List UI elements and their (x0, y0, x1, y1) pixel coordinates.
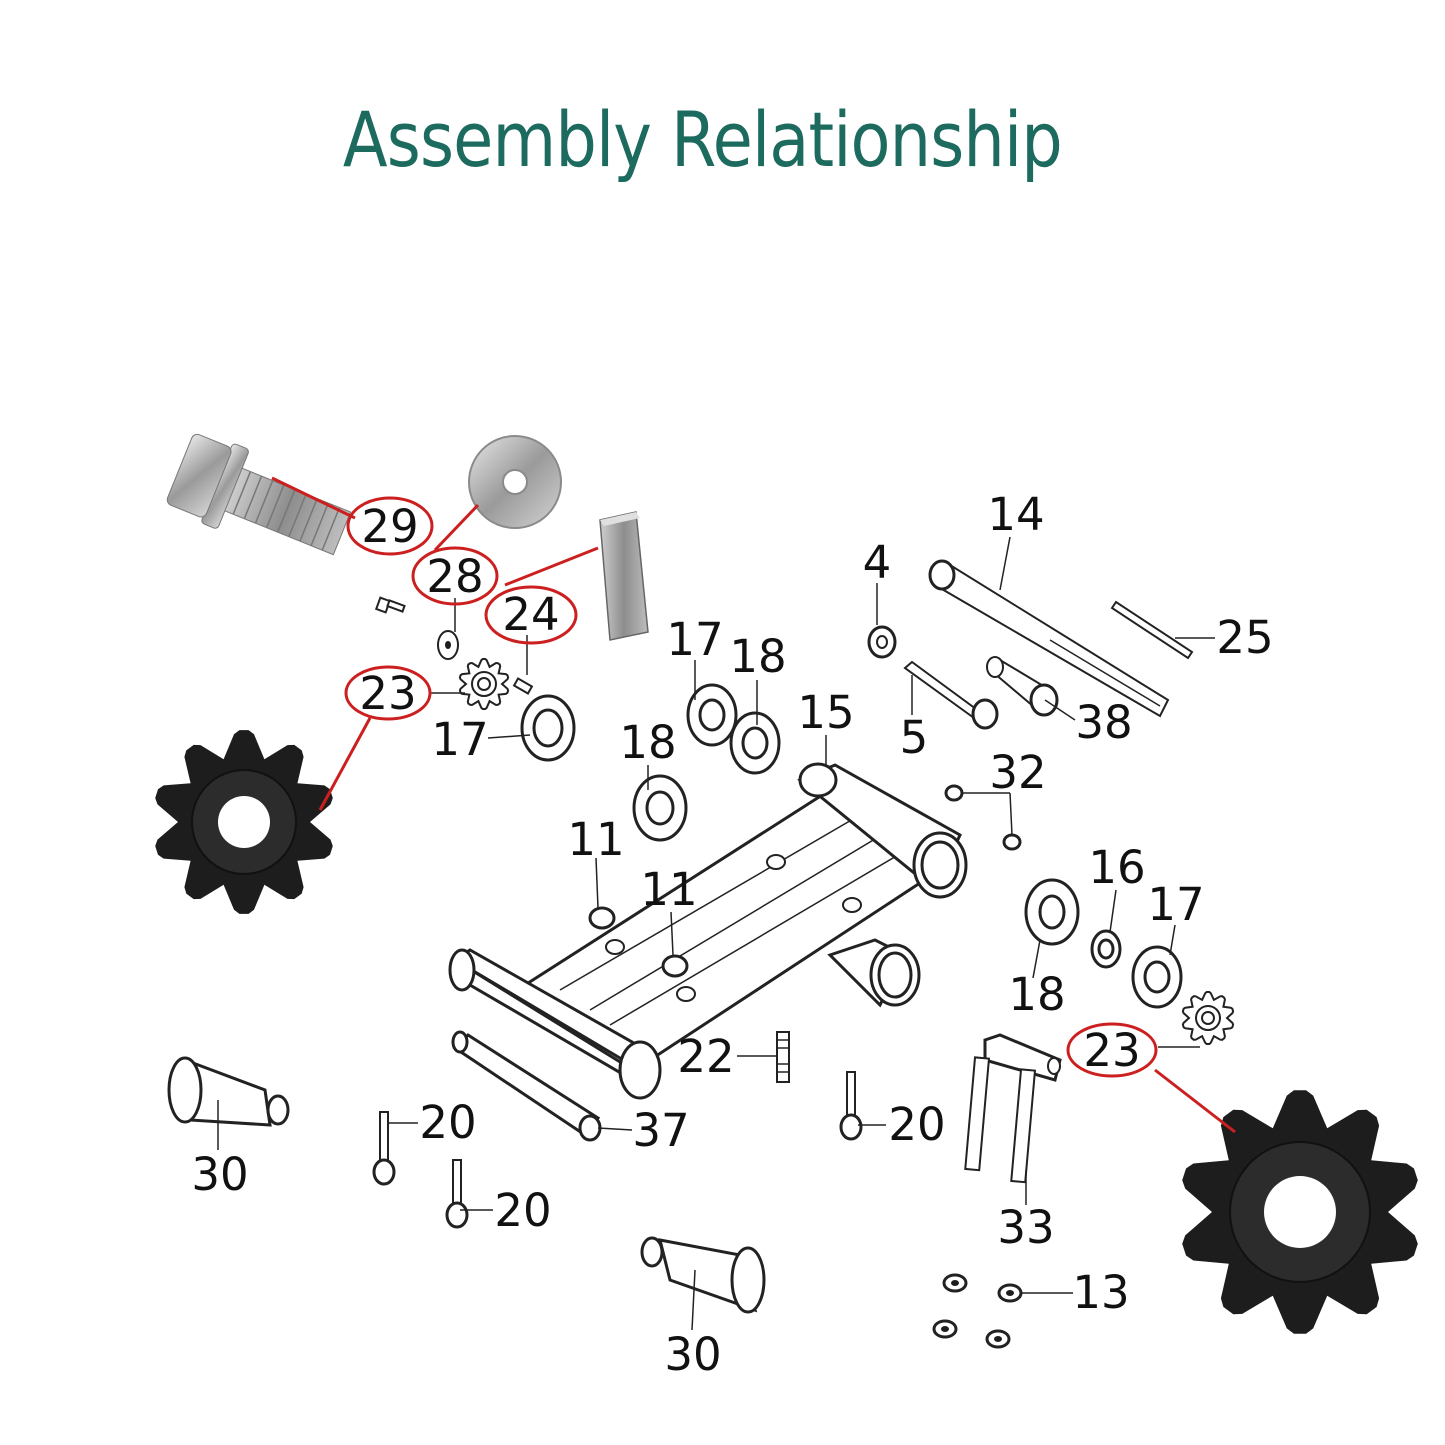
label-17-top: 17 (666, 613, 723, 666)
label-13: 13 (1072, 1266, 1129, 1319)
bearing-18-top (729, 711, 781, 775)
label-20-a: 20 (419, 1096, 476, 1149)
spacer-17-right (1131, 945, 1183, 1009)
washer-photo (468, 435, 562, 529)
small-bolt-part (374, 596, 406, 614)
nut-13-part (932, 1273, 1023, 1349)
label-37: 37 (632, 1104, 689, 1157)
spacer-17-left (520, 694, 576, 762)
sprocket-photo-right (1182, 1090, 1418, 1334)
label-23-left: 23 (359, 667, 416, 720)
label-18-top: 18 (729, 630, 786, 683)
sprocket-bore (1201, 1011, 1215, 1025)
small-sprocket-part-left (458, 658, 510, 710)
key-part (512, 677, 534, 695)
label-18-right: 18 (1008, 968, 1065, 1021)
label-11-left: 11 (567, 813, 624, 866)
stud-part (776, 1031, 790, 1083)
callout-ring-29 (346, 496, 434, 556)
tube-part (451, 1030, 602, 1142)
label-28: 28 (426, 550, 483, 603)
small-sprocket-part-right (1181, 991, 1235, 1045)
page-title: Assembly Relationship (342, 95, 1063, 184)
bushing-30-left (167, 1056, 290, 1127)
bolt-20-c (839, 1071, 863, 1141)
label-20-c: 20 (888, 1098, 945, 1151)
bushing-30-bottom (640, 1236, 766, 1314)
sleeve-part (986, 656, 1059, 717)
label-16: 16 (1088, 841, 1145, 894)
label-15: 15 (797, 686, 854, 739)
label-17-right: 17 (1147, 878, 1204, 931)
sprocket-bore (1264, 1176, 1336, 1248)
label-23-right: 23 (1083, 1024, 1140, 1077)
bearing-18-mid (632, 774, 688, 842)
bolt-20-b (445, 1159, 469, 1229)
leader-lines (217, 536, 1215, 1331)
small-washer-part (437, 630, 459, 660)
label-14: 14 (987, 488, 1044, 541)
label-5: 5 (900, 711, 929, 764)
label-17-left: 17 (431, 713, 488, 766)
long-bolt-part (903, 660, 999, 730)
label-29: 29 (361, 500, 418, 553)
bearing-18-right (1024, 878, 1080, 946)
label-11-mid: 11 (640, 863, 697, 916)
bolt-20-a (372, 1111, 396, 1186)
callout-ring-28 (411, 546, 499, 606)
swing-arm-part (448, 762, 968, 1100)
label-24: 24 (502, 588, 559, 641)
callout-lines (271, 476, 1236, 1134)
sprocket-photo-left (155, 730, 333, 914)
label-22: 22 (677, 1030, 734, 1083)
label-18-mid: 18 (619, 716, 676, 769)
spacer-16 (1090, 929, 1122, 969)
callout-ring-23-left (344, 665, 432, 721)
bracket-part (964, 1033, 1062, 1184)
label-4: 4 (863, 536, 892, 589)
label-30-left: 30 (191, 1148, 248, 1201)
nut-11-part (588, 906, 689, 978)
key-photo (599, 511, 649, 641)
flange-bolt-photo (166, 433, 352, 556)
label-20-b: 20 (494, 1184, 551, 1237)
label-30-bottom: 30 (664, 1328, 721, 1381)
callout-ring-24 (484, 585, 578, 645)
sprocket-bore (477, 677, 491, 691)
label-38: 38 (1075, 696, 1132, 749)
sprocket-bore (218, 796, 270, 848)
rod-part (1110, 600, 1194, 660)
spacer-17-top (686, 683, 738, 747)
axle-pin-part (928, 559, 1170, 718)
nut-part (867, 625, 897, 659)
label-25: 25 (1216, 611, 1273, 664)
label-32: 32 (989, 746, 1046, 799)
callout-ring-23-right (1066, 1022, 1158, 1078)
label-33: 33 (997, 1201, 1054, 1254)
